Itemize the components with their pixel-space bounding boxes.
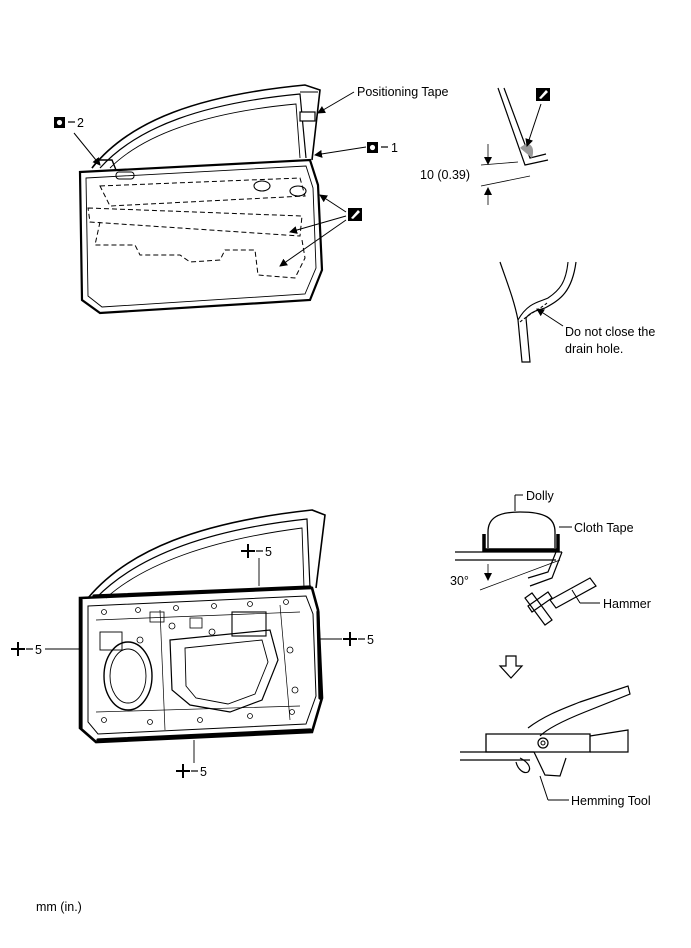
door-inner-frame [78, 509, 326, 744]
units-label: mm (in.) [36, 900, 82, 914]
weld-top-count: 5 [265, 545, 272, 559]
hem-detail-dimension [480, 87, 549, 205]
adhesive-symbol-icon [348, 208, 362, 221]
adhesive-symbol-icon [536, 88, 550, 101]
positioning-tape-mark [299, 111, 316, 122]
cloth-tape-label: Cloth Tape [574, 521, 634, 535]
spot-weld-ref-2: 2 [77, 116, 84, 130]
hemming-tool-label: Hemming Tool [571, 794, 651, 808]
weld-bottom-count: 5 [200, 765, 207, 779]
spot-weld-ref-1: 1 [391, 141, 398, 155]
weld-plus-symbol-icon [176, 764, 190, 778]
hammer-label: Hammer [603, 597, 651, 611]
weld-left-count: 5 [35, 643, 42, 657]
door-outer-panel [78, 84, 324, 315]
weld-seams [79, 585, 322, 742]
door-holes [101, 599, 299, 725]
weld-plus-symbol-icon [343, 632, 357, 646]
hemming-tool-detail [460, 685, 631, 777]
drain-note-line2: drain hole. [565, 342, 623, 356]
weld-right-count: 5 [367, 633, 374, 647]
drain-note-line1: Do not close the [565, 325, 655, 339]
positioning-tape-label: Positioning Tape [357, 85, 449, 99]
down-arrow-icon [498, 655, 524, 679]
spot-weld-symbol-icon [54, 117, 65, 128]
dolly-label: Dolly [526, 489, 555, 503]
dimension-label: 10 (0.39) [420, 168, 470, 182]
weld-plus-symbol-icon [241, 544, 255, 558]
dolly-hammer-detail [455, 511, 597, 626]
spot-weld-symbol-icon [367, 142, 378, 153]
weld-plus-symbol-icon [11, 642, 25, 656]
angle-label: 30° [450, 574, 469, 588]
